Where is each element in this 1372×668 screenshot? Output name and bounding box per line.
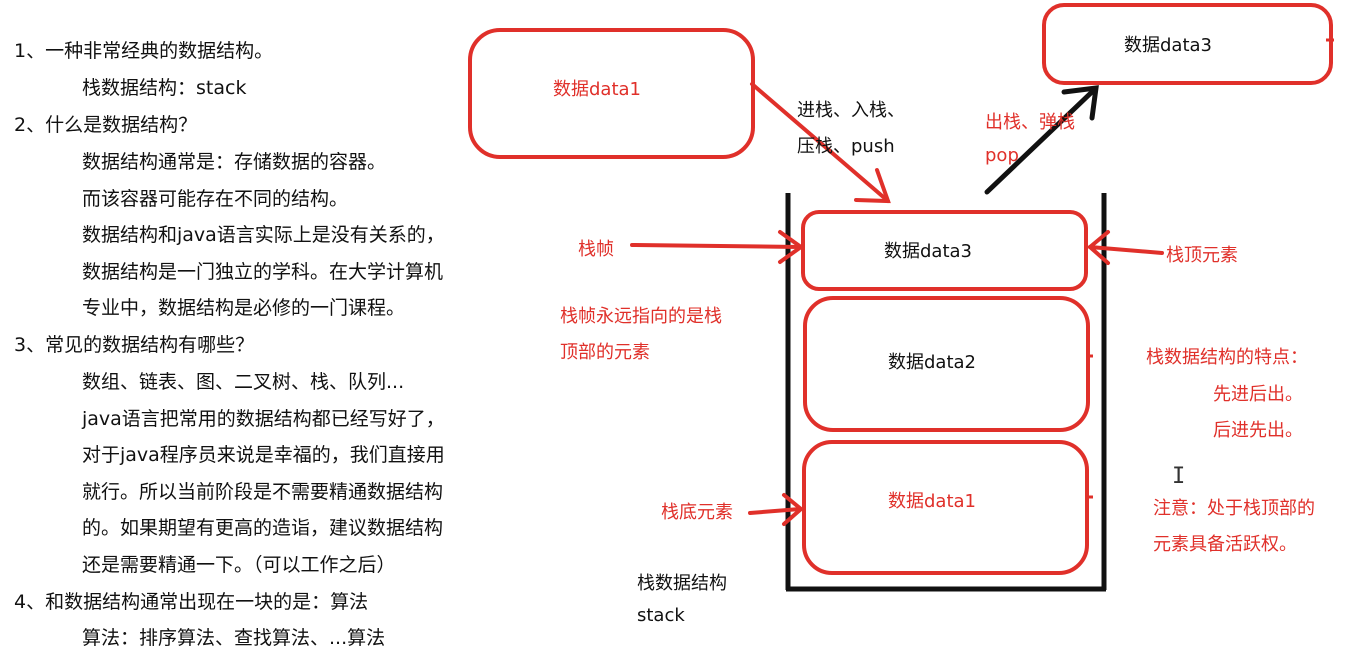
pop-label-line2: pop: [985, 145, 1019, 166]
note-line: 而该容器可能存在不同的结构。: [82, 188, 349, 210]
note-line: 专业中，数据结构是必修的一门课程。: [82, 297, 406, 319]
feature-item-2: 后进先出。: [1213, 420, 1303, 441]
frame-note-line1: 栈帧永远指向的是栈: [560, 306, 722, 327]
top-element-arrow: [1086, 230, 1164, 265]
note-line: 的。如果期望有更高的造诣，建议数据结构: [82, 517, 444, 539]
feature-title: 栈数据结构的特点：: [1146, 347, 1308, 368]
incoming-data1-box: [468, 28, 755, 159]
feature-item-1: 先进后出。: [1213, 384, 1303, 405]
stack-element-top-label: 数据data3: [884, 241, 972, 262]
edge-marks: [1086, 38, 1334, 499]
text-cursor-icon: I: [1172, 464, 1186, 489]
note-line: 4、和数据结构通常出现在一块的是：算法: [14, 591, 369, 613]
push-label-line1: 进栈、入栈、: [797, 100, 905, 121]
stack-element-top-box: [801, 210, 1088, 291]
note-line: 数组、链表、图、二叉树、栈、队列...: [82, 371, 405, 393]
note-line: 3、常见的数据结构有哪些？: [14, 334, 255, 356]
push-label-line2: 压栈、push: [797, 136, 895, 157]
stack-element-middle-label: 数据data2: [888, 352, 976, 373]
bottom-element-label: 栈底元素: [661, 502, 733, 523]
note-line: 数据结构是一门独立的学科。在大学计算机: [82, 261, 444, 283]
pop-arrow: [984, 85, 1099, 195]
note-line: 数据结构和java语言实际上是没有关系的，: [82, 224, 445, 246]
note-line: 算法：排序算法、查找算法、...算法: [82, 627, 386, 649]
frame-note-line2: 顶部的元素: [560, 342, 650, 363]
frame-label: 栈帧: [578, 239, 614, 260]
note-line: 2、什么是数据结构？: [14, 114, 198, 136]
note-line: 数据结构通常是：存储数据的容器。: [82, 151, 387, 173]
frame-arrow: [630, 230, 805, 264]
stack-caption-line2: stack: [637, 605, 685, 626]
stack-caption-line1: 栈数据结构: [637, 573, 727, 594]
stack-element-bottom-label: 数据data1: [888, 491, 976, 512]
note-line: 栈数据结构：stack: [82, 77, 247, 99]
incoming-data1-label: 数据data1: [553, 79, 641, 100]
top-element-label: 栈顶元素: [1166, 245, 1238, 266]
stack-element-middle-box: [803, 296, 1090, 432]
stack-element-bottom-box: [802, 440, 1089, 575]
popped-data3-box: [1042, 3, 1333, 85]
note-line: 还是需要精通一下。（可以工作之后）: [82, 554, 396, 576]
note-line: 对于java程序员来说是幸福的，我们直接用: [82, 444, 445, 466]
note-line: 就行。所以当前阶段是不需要精通数据结构: [82, 481, 444, 503]
bottom-element-arrow: [748, 493, 805, 526]
note-line2: 元素具备活跃权。: [1153, 534, 1297, 555]
note-line1: 注意：处于栈顶部的: [1153, 498, 1315, 519]
popped-data3-label: 数据data3: [1124, 35, 1212, 56]
pop-label-line1: 出栈、弹栈: [985, 112, 1075, 133]
note-line: 1、一种非常经典的数据结构。: [14, 40, 274, 62]
push-arrow: [750, 82, 891, 204]
note-line: java语言把常用的数据结构都已经写好了，: [82, 408, 445, 430]
